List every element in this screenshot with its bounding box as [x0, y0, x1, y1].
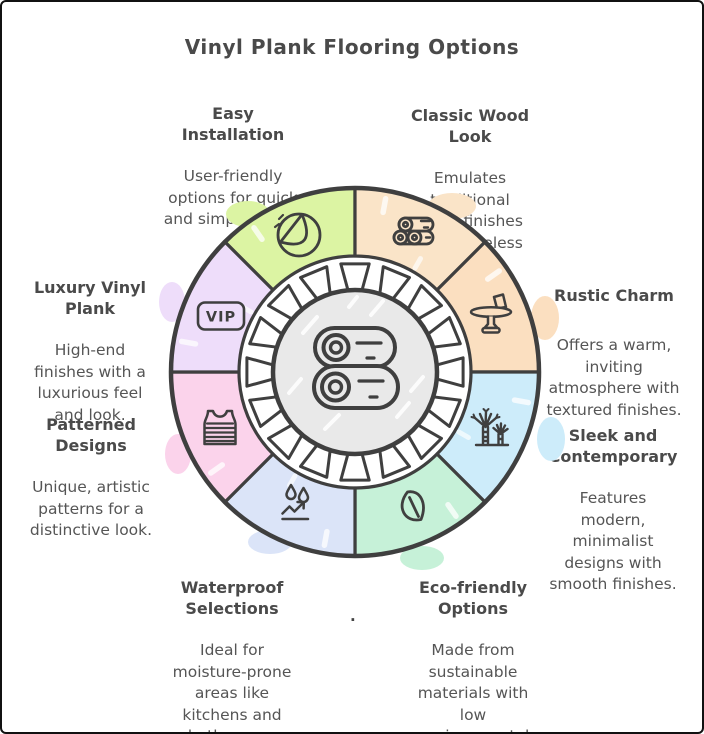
- leaf-icon: [400, 490, 425, 522]
- section-heading: Waterproof Selections: [180, 578, 284, 618]
- section-heading: Luxury Vinyl Plank: [33, 278, 147, 318]
- section-body: High-end finishes with a luxurious feel …: [34, 341, 146, 424]
- pedestal-table-icon: [469, 293, 513, 334]
- section-heading: Patterned Designs: [46, 415, 136, 455]
- label-patterned-designs: Patterned Designs Unique, artistic patte…: [2, 395, 181, 561]
- section-body: Made from sustainable materials with low…: [417, 641, 530, 732]
- section-heading: Sleek and Contemporary: [548, 426, 678, 466]
- striped-vest-icon: [203, 409, 237, 446]
- water-drops-arrow-icon: [281, 483, 310, 521]
- label-eco-friendly-options: Eco-friendly Options Made from sustainab…: [383, 558, 563, 732]
- section-heading: Classic Wood Look: [410, 106, 530, 146]
- hub-texture: [287, 295, 425, 431]
- wheel-outer-outline: [168, 185, 542, 559]
- wedge-texture-streaks: [178, 195, 532, 549]
- wood-logs-icon: [392, 216, 435, 246]
- supertrees-icon: [470, 408, 510, 447]
- vinyl-planks-icon: [312, 326, 400, 410]
- section-body: Ideal for moisture-prone areas like kitc…: [172, 641, 292, 732]
- stray-dot: .: [350, 607, 356, 625]
- label-luxury-vinyl-plank: Luxury Vinyl Plank High-end finishes wit…: [2, 258, 180, 445]
- section-body: Offers a warm, inviting atmosphere with …: [546, 336, 682, 419]
- section-body: Features modern, minimalist designs with…: [549, 489, 677, 593]
- label-waterproof-selections: Waterproof Selections Ideal for moisture…: [142, 558, 322, 732]
- section-body: Unique, artistic patterns for a distinct…: [29, 478, 153, 539]
- vip-badge-icon: VIP: [196, 301, 246, 331]
- label-rustic-charm: Rustic Charm Offers a warm, inviting atm…: [524, 266, 702, 440]
- section-heading: Rustic Charm: [554, 286, 674, 305]
- section-heading: Eco-friendly Options: [419, 578, 527, 618]
- peel-and-stick-circle-icon: [273, 212, 322, 258]
- page-title: Vinyl Plank Flooring Options: [184, 35, 520, 59]
- section-heading: Easy Installation: [181, 104, 285, 144]
- label-sleek-and-contemporary: Sleek and Contemporary Features modern, …: [523, 406, 702, 615]
- vip-badge-text: VIP: [206, 310, 236, 326]
